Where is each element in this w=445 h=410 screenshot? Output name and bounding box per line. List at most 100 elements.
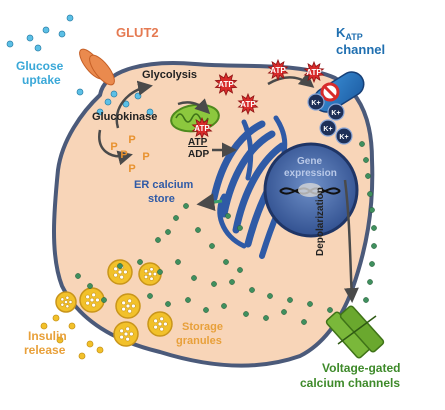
potassium-ion-icon: K+ — [307, 93, 325, 111]
svg-text:K+: K+ — [339, 134, 348, 141]
calcium-dot — [371, 243, 377, 249]
storage-granules-label-line1: Storage — [182, 321, 223, 333]
released-insulin-dot — [96, 346, 104, 354]
er-calcium-store-label-line2: store — [148, 193, 175, 205]
insulin-granule — [55, 291, 77, 313]
calcium-dot — [191, 275, 197, 281]
atp-star-icon: ATP — [303, 60, 325, 84]
calcium-dot — [101, 297, 107, 303]
calcium-dot — [287, 297, 293, 303]
calcium-dot — [327, 307, 333, 313]
calcium-dot — [301, 319, 307, 325]
calcium-dot — [165, 301, 171, 307]
calcium-dot — [369, 261, 375, 267]
released-insulin-dot — [86, 340, 94, 348]
svg-text:K+: K+ — [331, 110, 340, 117]
glucose-dot — [96, 108, 104, 116]
glucose-dot — [6, 40, 14, 48]
gene-expression-label-line1: Gene — [297, 156, 323, 167]
storage-granules-label-line2: granules — [176, 335, 222, 347]
glucose-dot — [76, 88, 84, 96]
calcium-dot — [307, 301, 313, 307]
calcium-dot — [359, 141, 365, 147]
calcium-dot — [237, 225, 243, 231]
cell-membrane — [52, 61, 375, 368]
calcium-dot — [229, 279, 235, 285]
insulin-release-label-line2: release — [24, 343, 66, 357]
calcium-dot — [175, 259, 181, 265]
released-insulin-dot — [52, 314, 60, 322]
calcium-dot — [195, 227, 201, 233]
svg-text:ATP: ATP — [194, 124, 210, 133]
calcium-dot — [185, 297, 191, 303]
calcium-dot — [209, 243, 215, 249]
calcium-dot — [117, 263, 123, 269]
glucose-dot — [104, 98, 112, 106]
glucose-uptake-label-line2: uptake — [22, 73, 61, 87]
atp-molecules: ATP ATP ATP ATP ATP — [191, 58, 325, 140]
phosphate-label: P — [110, 141, 117, 153]
katp-k-text: K — [336, 25, 346, 40]
glucose-molecules — [6, 14, 154, 116]
calcium-dot — [157, 269, 163, 275]
phosphate-label: P — [120, 149, 127, 161]
potassium-ions: K+ K+ K+ K+ — [307, 93, 353, 145]
glucose-dot — [42, 26, 50, 34]
atp-star-icon: ATP — [237, 92, 259, 116]
calcium-dot — [211, 281, 217, 287]
calcium-dot — [267, 293, 273, 299]
katp-channel-label-line2: channel — [336, 42, 386, 57]
phosphate-label: P — [128, 134, 135, 146]
calcium-dot — [237, 267, 243, 273]
glucose-dot — [58, 30, 66, 38]
svg-text:ATP: ATP — [306, 68, 322, 77]
insulin-granule — [107, 259, 133, 285]
calcium-ions — [75, 141, 377, 325]
calcium-dot — [173, 215, 179, 221]
calcium-dot — [203, 307, 209, 313]
voltage-gated-channels-label-line1: Voltage-gated — [322, 361, 401, 375]
katp-channel-label: KATP — [336, 26, 363, 42]
svg-text:ATP: ATP — [218, 80, 234, 89]
phosphate-label: P — [128, 163, 135, 175]
glucose-dot — [66, 14, 74, 22]
insulin-granule — [147, 311, 173, 337]
glucose-dot — [122, 100, 130, 108]
pathway-arrows — [98, 72, 359, 303]
er-calcium-store-label-line1: ER calcium — [134, 179, 194, 191]
atp-star-icon: ATP — [214, 71, 238, 97]
calcium-dot — [367, 279, 373, 285]
calcium-dot — [165, 229, 171, 235]
svg-text:ATP: ATP — [270, 66, 286, 75]
er-calcium-arrow — [196, 193, 223, 211]
calcium-dot — [221, 303, 227, 309]
potassium-ion-icon: K+ — [335, 127, 353, 145]
katp-sub-text: ATP — [345, 32, 363, 42]
depolarization-arrow — [343, 179, 359, 303]
calcium-dot — [225, 213, 231, 219]
calcium-dot — [223, 259, 229, 265]
potassium-ion-icon: K+ — [319, 119, 337, 137]
depolarization-label: Depolarization — [315, 187, 326, 256]
glucose-dot — [26, 34, 34, 42]
calcium-dot — [183, 203, 189, 209]
calcium-dot — [147, 293, 153, 299]
glucokinase-arrow — [98, 129, 133, 166]
gene-expression-label-line2: expression — [284, 168, 337, 179]
glycolysis-label: Glycolysis — [142, 69, 198, 81]
glycolysis-arrow — [115, 80, 153, 129]
katp-channel-icon — [313, 71, 365, 113]
insulin-granule — [79, 287, 105, 313]
atp-label: ATP — [188, 137, 208, 148]
svg-text:ATP: ATP — [240, 100, 256, 109]
released-insulin-dot — [78, 352, 86, 360]
svg-text:K+: K+ — [323, 126, 332, 133]
glucose-dot — [110, 90, 118, 98]
calcium-dot — [367, 191, 373, 197]
insulin-granule — [115, 293, 141, 319]
released-insulin-dot — [40, 322, 48, 330]
potassium-ion-icon: K+ — [327, 103, 345, 121]
released-insulin-dot — [56, 336, 64, 344]
calcium-dot — [369, 207, 375, 213]
